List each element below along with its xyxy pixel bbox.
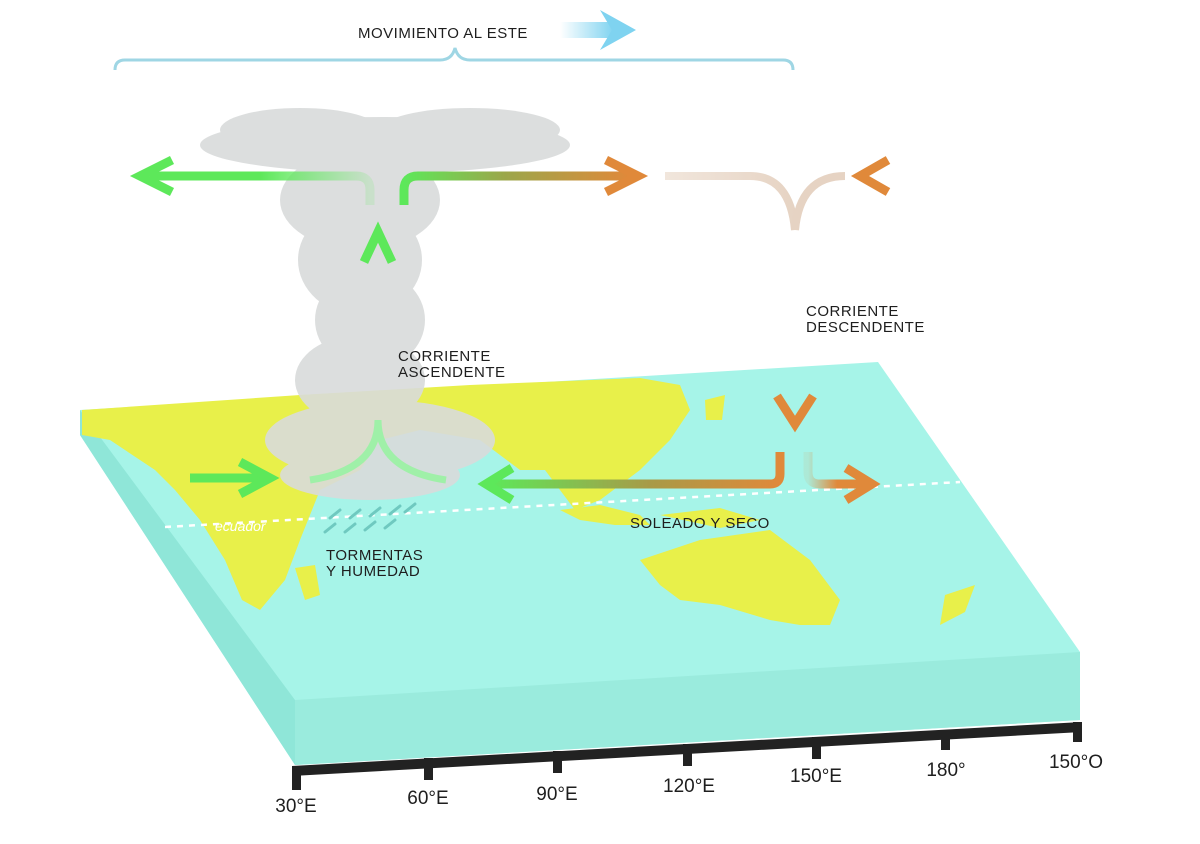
updraft-label-line2: ASCENDENTE xyxy=(398,364,506,381)
longitude-axis: 30°E 60°E 90°E 120°E 150°E 180° 150°O xyxy=(275,722,1103,817)
updraft-arrow-icon xyxy=(309,221,447,484)
surface-return-arrow-icon xyxy=(477,452,785,504)
tick-label: 120°E xyxy=(663,776,715,797)
downdraft-arrow-icon xyxy=(665,172,846,433)
tick-label: 90°E xyxy=(536,784,577,805)
tick-label: 150°E xyxy=(790,766,842,787)
downdraft-label-line1: CORRIENTE xyxy=(806,303,899,320)
downdraft-label-line2: DESCENDENTE xyxy=(806,319,925,336)
top-left-arrow-icon xyxy=(129,155,375,205)
surface-left-arrow-icon xyxy=(190,458,280,498)
equator-label: ecuador xyxy=(215,518,267,534)
movement-east-label: MOVIMIENTO AL ESTE xyxy=(358,25,528,42)
cloud-icon xyxy=(200,108,570,500)
tick-label: 30°E xyxy=(275,796,316,817)
range-bracket xyxy=(113,47,795,71)
storms-label-line1: TORMENTAS xyxy=(326,547,423,564)
top-right-arrow-icon xyxy=(399,155,649,205)
sunny-dry-label: SOLEADO Y SECO xyxy=(630,515,770,532)
storms-label-line2: Y HUMEDAD xyxy=(326,563,420,580)
east-arrow-icon xyxy=(560,10,636,50)
tick-label: 150°O xyxy=(1049,752,1103,773)
equator-line xyxy=(164,480,961,529)
surface-right-arrow-icon xyxy=(803,452,881,504)
tick-label: 60°E xyxy=(407,788,448,809)
tick-label: 180° xyxy=(926,760,965,781)
rain-streaks-icon xyxy=(323,502,417,534)
updraft-label-line1: CORRIENTE xyxy=(398,348,491,365)
far-right-arrow-icon xyxy=(850,156,940,196)
